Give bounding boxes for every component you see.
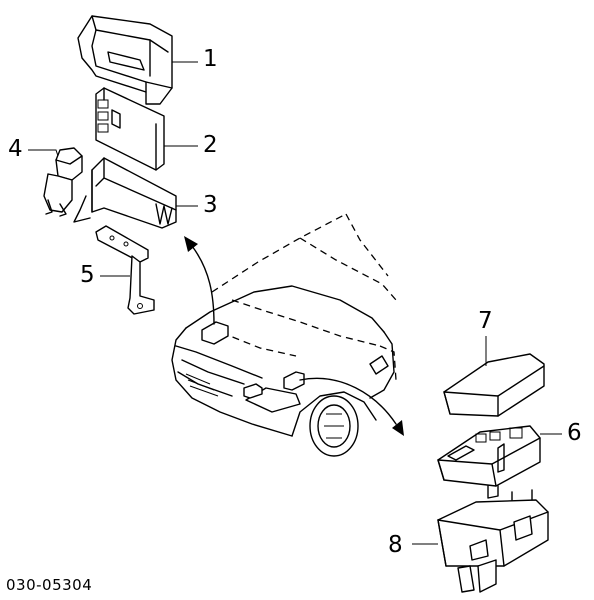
part-6-relay-box	[437, 425, 562, 499]
arrow-to-relay-box	[299, 377, 404, 436]
arrow-to-fuse-box	[184, 236, 215, 325]
part-3-housing	[73, 157, 198, 229]
document-code: 030-05304	[6, 576, 93, 594]
callout-1: 1	[203, 46, 218, 72]
callout-8: 8	[388, 532, 403, 558]
part-1-upper-cover	[77, 15, 198, 105]
callout-2: 2	[203, 132, 218, 158]
car-outline	[171, 213, 397, 457]
part-5-bracket	[95, 225, 155, 315]
part-4-relay-connector	[28, 147, 83, 217]
part-2-inner-cover	[95, 87, 198, 171]
callout-7: 7	[478, 308, 493, 334]
part-7-relay-box-cover	[443, 336, 545, 417]
callout-4: 4	[8, 136, 23, 162]
callout-6: 6	[567, 420, 582, 446]
part-8-relay-box-bracket	[412, 489, 549, 593]
callout-5: 5	[80, 262, 95, 288]
callout-3: 3	[203, 192, 218, 218]
